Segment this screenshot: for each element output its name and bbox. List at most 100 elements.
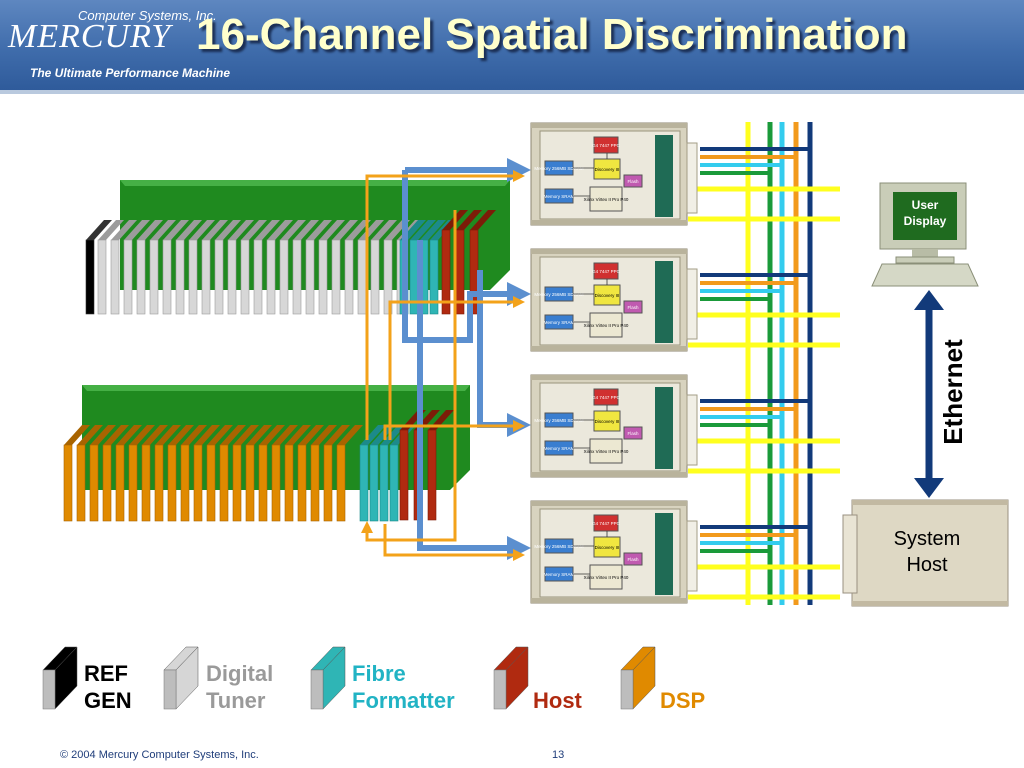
lower-dsp-card-face [193,444,203,522]
lower-dsp-card-face [310,444,320,522]
legend-icon [620,646,656,710]
board-connector [655,135,673,217]
board-chip [589,186,623,212]
lower-dsp-card [89,425,116,522]
lower-formatter-card-face [359,444,369,522]
lower-host-card-face [399,429,409,521]
lower-dsp-card-face [128,444,138,522]
lower-host-card-face [427,429,437,521]
upper-tuner-card [279,220,306,315]
board-chip [589,438,623,464]
lower-dsp-card-face [206,444,216,522]
board-chip [593,388,619,406]
lower-dsp-card [141,425,168,522]
lower-dsp-card [323,425,350,522]
upper-tuner-card-top [345,220,371,240]
lower-card-stack [63,410,454,522]
board-chip-label: G4 7447 PPC [592,521,621,526]
lower-dsp-card-face [271,444,281,522]
lower-dsp-card-top [142,425,168,445]
board-chip-label: Memory SRAM [544,194,575,199]
upper-tuner-card-face [97,239,107,315]
lower-dsp-card-top [285,425,311,445]
upper-tuner-card-face [305,239,315,315]
upper-tuner-card-face [136,239,146,315]
lower-dsp-card-face [115,444,125,522]
upper-tuner-card [227,220,254,315]
upper-tuner-card [97,220,124,315]
lower-dsp-card-face [141,444,151,522]
user-display-line1: User [912,198,939,212]
board-rail [531,220,687,225]
upper-tuner-card-face [214,239,224,315]
lower-dsp-card-top [155,425,181,445]
upper-host-card-top [470,210,496,230]
upper-formatter-card-face [429,239,439,315]
lower-dsp-card [154,425,181,522]
upper-tuner-card-top [150,220,176,240]
board-chip [593,262,619,280]
ethernet-label: Ethernet [938,339,968,445]
upper-tuner-card [149,220,176,315]
legend-ref-gen-line1: REF [84,661,128,686]
lower-dsp-card [284,425,311,522]
lower-dsp-card-face [219,444,229,522]
lower-dsp-card [336,425,363,522]
upper-formatter-card-top [420,220,446,240]
upper-tuner-card-face [253,239,263,315]
board-chip-label: Flash [627,557,639,562]
logo-tagline: The Ultimate Performance Machine [30,66,231,80]
upper-tuner-card-top [176,220,202,240]
legend-dsp: DSP [660,688,706,713]
lower-dsp-card [128,425,155,522]
upper-tuner-card-face [162,239,172,315]
legend-fibre-formatter-line1: Fibre [352,661,406,686]
footer-page-number: 13 [552,749,565,761]
upper-tuner-card-top [202,220,228,240]
upper-tuner-card-top [124,220,150,240]
upper-tuner-card [305,220,332,315]
upper-tuner-card [214,220,241,315]
upper-formatter-card-top [410,220,436,240]
upper-ref-gen-card-top [86,220,112,240]
board-chip [593,136,619,154]
board-chip-label: G4 7447 PPC [592,143,621,148]
upper-tuner-card [136,220,163,315]
board-front-panel [686,520,698,592]
lower-dsp-card-face [297,444,307,522]
board-rail [531,346,687,351]
upper-tuner-card [253,220,280,315]
upper-tuner-card-top [98,220,124,240]
board-chip-label: Discovery III [595,419,620,424]
lower-dsp-card-face [232,444,242,522]
board-chip-label: Memory SRAM [544,320,575,325]
board-chip-label: Xilinx Virtex II Pro P40 [584,197,629,202]
legend-icon-face [493,669,507,710]
lower-dsp-card [232,425,259,522]
legend-ref-gen-line2: GEN [84,688,132,713]
system-host-chassis [842,499,1009,607]
board-chip [593,514,619,532]
upper-tuner-card-top [111,220,137,240]
board-chip-label: G4 7447 PPC [592,395,621,400]
lower-dsp-card [76,425,103,522]
legend-icon [163,646,199,710]
board-chip-label: Xilinx Virtex II Pro P40 [584,449,629,454]
board-rail [531,598,687,603]
upper-tuner-card-top [241,220,267,240]
lower-dsp-card-top [207,425,233,445]
upper-tuner-card-face [188,239,198,315]
legend-icon-face [163,669,177,710]
logo-name: MERCURY [8,18,172,55]
slide-title: 16-Channel Spatial Discrimination [196,10,908,59]
upper-tuner-card [318,220,345,315]
upper-tuner-card-face [240,239,250,315]
lower-dsp-card [245,425,272,522]
legend-digital-tuner-line1: Digital [206,661,274,686]
upper-tuner-card-top [163,220,189,240]
upper-tuner-card-top [371,220,397,240]
